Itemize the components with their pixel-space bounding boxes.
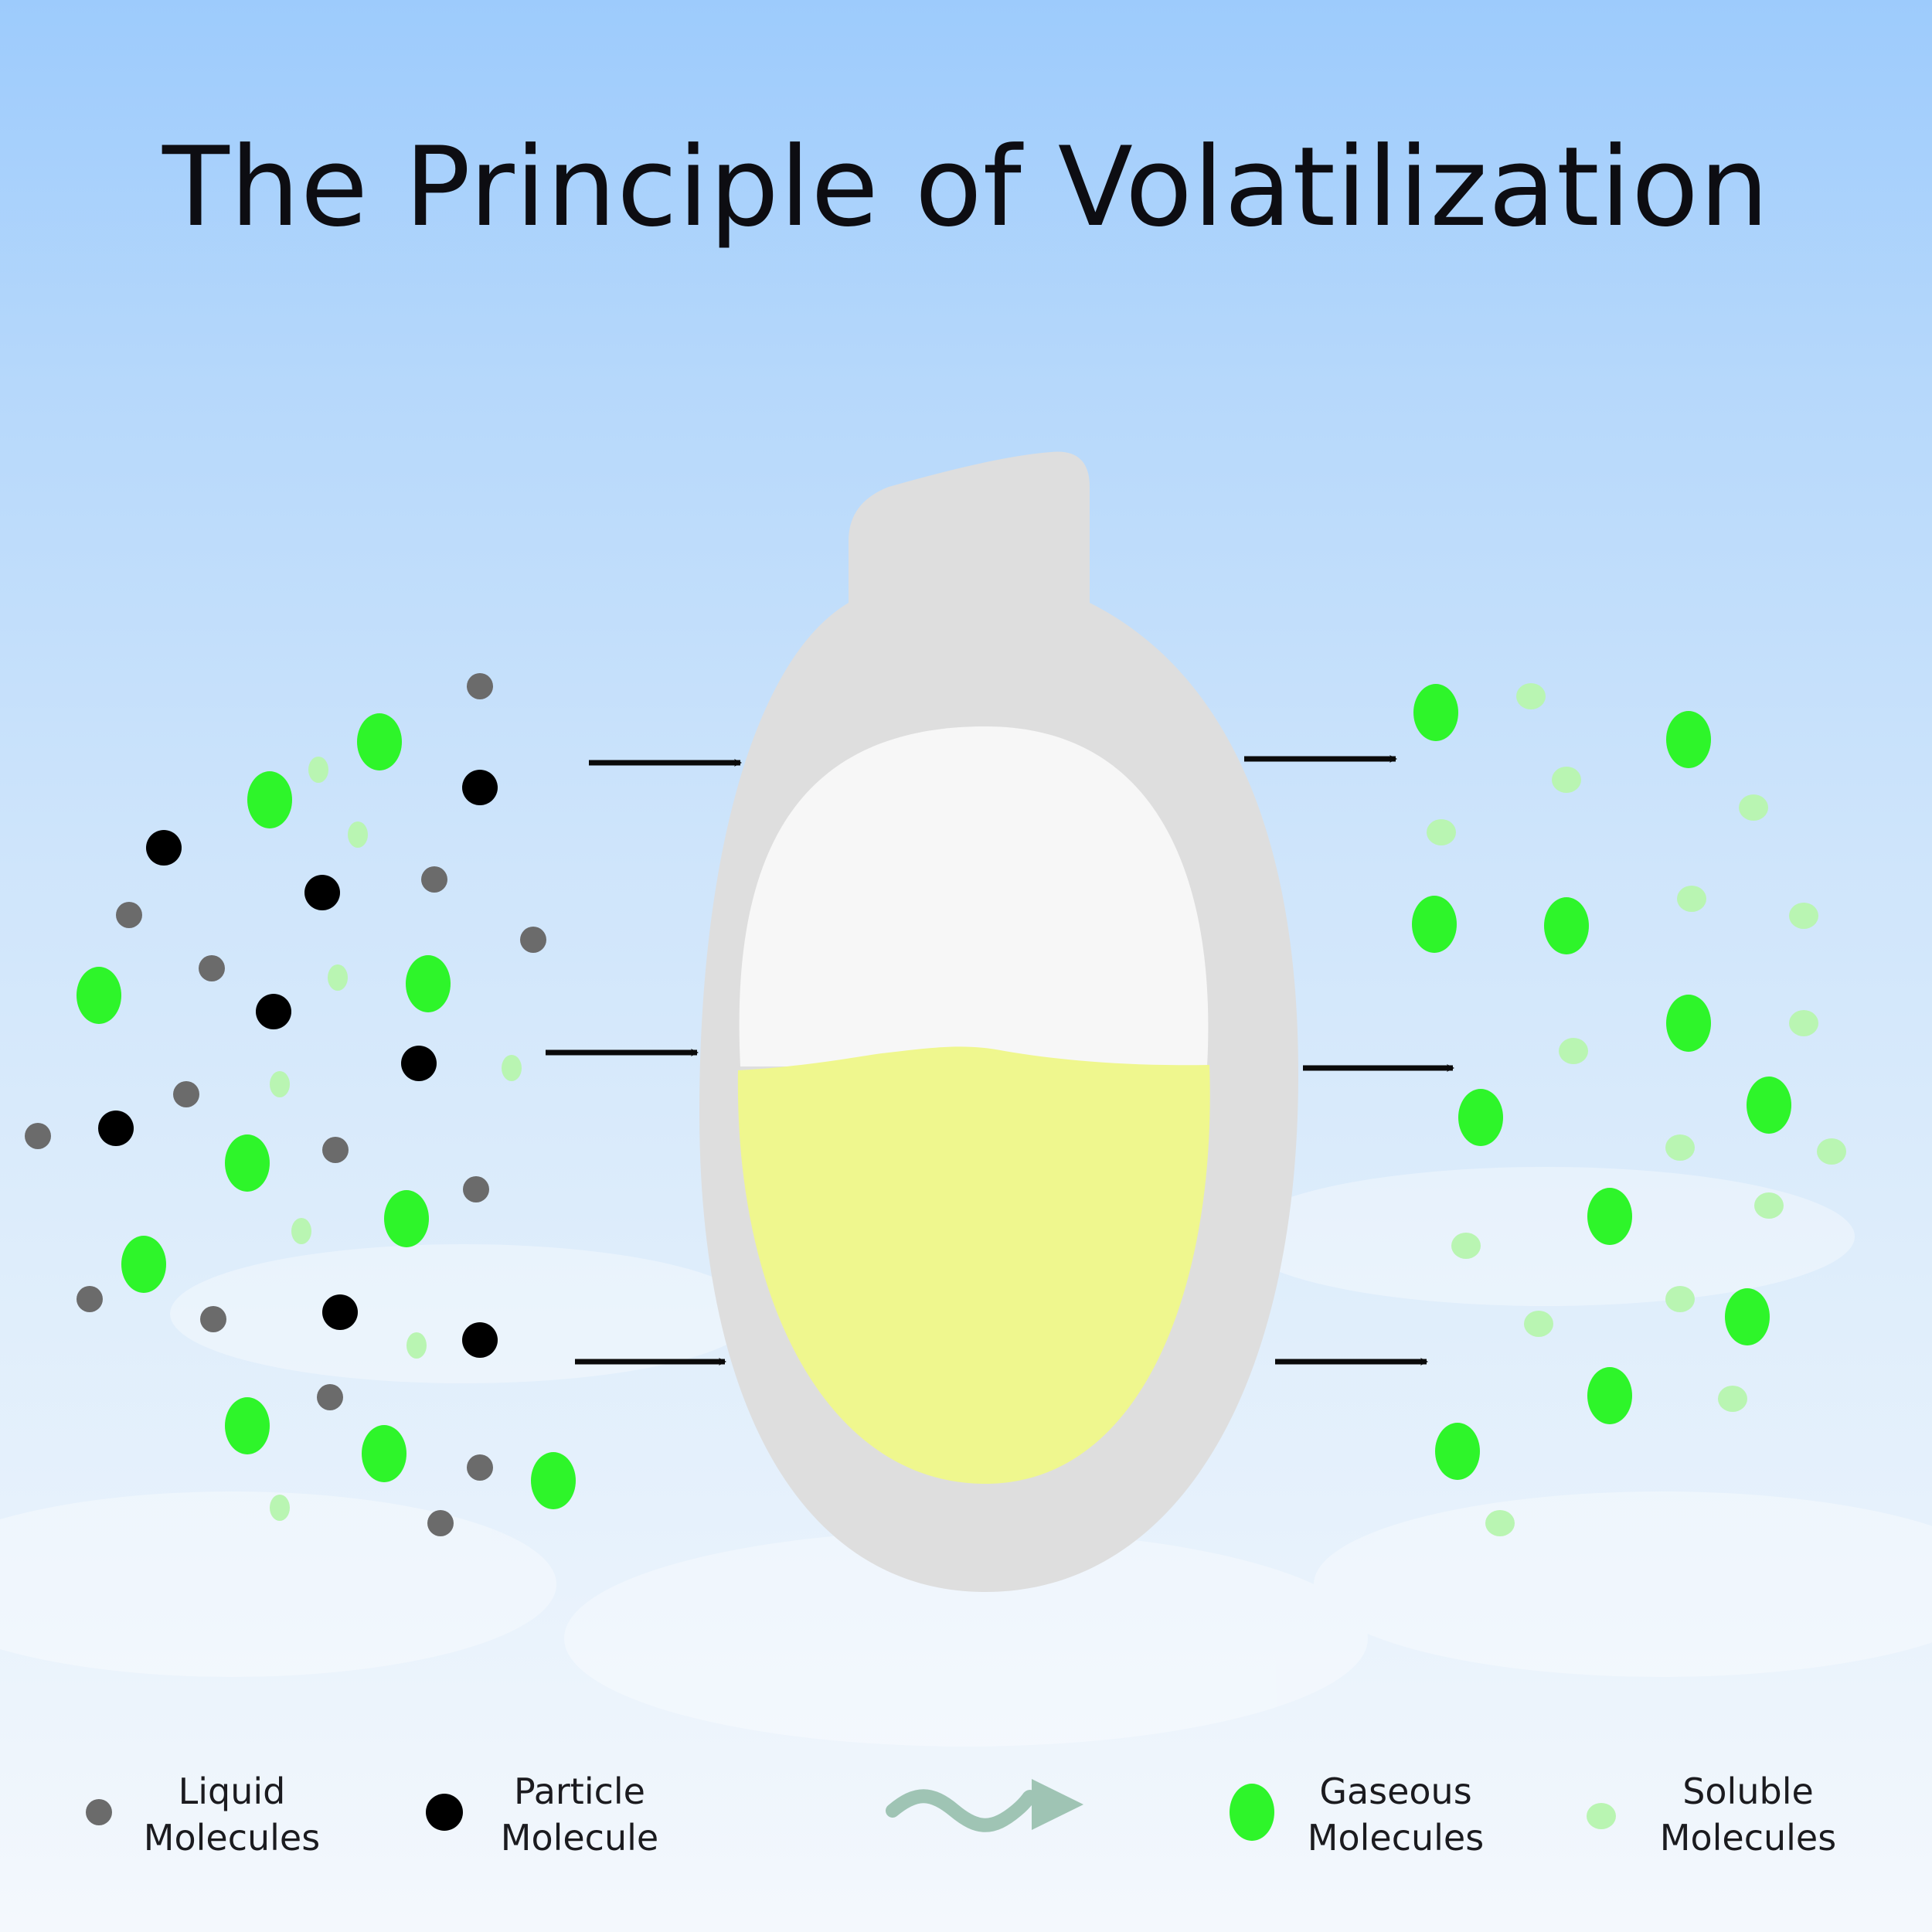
soluble-molecule [1665, 1286, 1695, 1312]
liquid-molecule [116, 902, 142, 928]
output-molecules [1412, 683, 1846, 1536]
legend-label-particle: Particle Molecule [448, 1768, 711, 1861]
gaseous-molecule [1666, 711, 1711, 768]
gaseous-molecule [357, 713, 402, 770]
liquid-molecule [322, 1137, 349, 1163]
particle-molecule [401, 1046, 437, 1081]
soluble-molecule [270, 1071, 290, 1097]
soluble-molecule [1789, 1010, 1818, 1036]
liquid-molecule [427, 1510, 454, 1536]
soluble-molecule [1754, 1192, 1784, 1219]
liquid-molecule [77, 1286, 103, 1312]
soluble-molecule [1677, 886, 1706, 912]
green-dot-icon [1230, 1784, 1274, 1841]
gaseous-molecule [1666, 995, 1711, 1052]
gaseous-molecule [406, 955, 451, 1012]
gaseous-molecule [121, 1236, 166, 1293]
legend-liquid-line1: Liquid [178, 1770, 286, 1812]
soluble-molecule [1524, 1311, 1553, 1337]
particle-molecule [322, 1294, 358, 1330]
soluble-molecule [308, 757, 328, 783]
input-molecules [25, 673, 576, 1536]
black-dot-icon [426, 1794, 463, 1831]
capsule [699, 451, 1298, 1593]
soluble-molecule [1427, 819, 1456, 845]
gaseous-molecule [1725, 1288, 1770, 1345]
liquid-molecule [25, 1123, 51, 1149]
inflow-arrows [546, 759, 742, 1366]
gaseous-molecule [1587, 1188, 1632, 1245]
particle-molecule [462, 1322, 498, 1358]
legend-soluble-line2: Molecules [1659, 1817, 1837, 1859]
soluble-molecule [406, 1332, 427, 1359]
soluble-molecule [1789, 903, 1818, 929]
outflow-arrows [1244, 755, 1454, 1366]
soluble-molecule [328, 964, 348, 991]
particle-molecule [304, 875, 340, 910]
gaseous-molecule [225, 1397, 270, 1454]
page-title: The Principle of Volatilization [162, 124, 1770, 251]
soluble-molecule [1718, 1386, 1747, 1412]
gaseous-molecule [1435, 1423, 1480, 1480]
gaseous-molecule [1413, 684, 1458, 741]
gaseous-molecule [1587, 1367, 1632, 1424]
clouds [0, 1167, 1932, 1747]
gaseous-molecule [225, 1134, 270, 1192]
soluble-molecule [348, 821, 368, 848]
gaseous-molecule [77, 967, 121, 1024]
soluble-molecule [270, 1495, 290, 1521]
legend-gaseous-line2: Molecules [1307, 1817, 1485, 1859]
soluble-molecule [502, 1055, 522, 1081]
gaseous-molecule [531, 1452, 576, 1509]
legend-gaseous-line1: Gaseous [1319, 1770, 1472, 1812]
legend-label-liquid: Liquid Molecules [100, 1768, 363, 1861]
gaseous-molecule [1458, 1089, 1503, 1146]
liquid-molecule [467, 673, 493, 699]
particle-molecule [146, 830, 182, 866]
legend-icons [86, 1779, 1616, 1841]
capsule-liquid [737, 1046, 1210, 1484]
gaseous-molecule [362, 1425, 406, 1482]
soluble-molecule [291, 1218, 311, 1244]
liquid-molecule [463, 1176, 489, 1202]
pale-green-dot-icon [1587, 1803, 1616, 1829]
gaseous-molecule [384, 1190, 429, 1247]
capsule-window-empty [739, 726, 1209, 1066]
legend-liquid-line2: Molecules [143, 1817, 321, 1859]
legend-particle-line2: Molecule [500, 1817, 659, 1859]
soluble-molecule [1817, 1138, 1846, 1165]
liquid-molecule [421, 866, 447, 893]
wavy-arrow-icon [886, 1779, 1083, 1832]
particle-molecule [462, 770, 498, 805]
liquid-molecule [200, 1306, 226, 1332]
particle-molecule [98, 1111, 134, 1146]
liquid-molecule [317, 1384, 343, 1410]
legend-particle-line1: Particle [514, 1770, 645, 1812]
liquid-molecule [467, 1454, 493, 1481]
soluble-molecule [1739, 794, 1768, 821]
soluble-molecule [1665, 1134, 1695, 1161]
gaseous-molecule [1544, 897, 1589, 954]
gaseous-molecule [1747, 1077, 1791, 1134]
liquid-molecule [199, 955, 225, 981]
legend-label-soluble: Soluble Molecules [1617, 1768, 1879, 1861]
liquid-molecule [520, 927, 546, 953]
liquid-molecule [173, 1081, 199, 1107]
particle-molecule [256, 994, 291, 1029]
soluble-molecule [1559, 1038, 1588, 1064]
soluble-molecule [1485, 1510, 1515, 1536]
legend-label-gaseous: Gaseous Molecules [1264, 1768, 1527, 1861]
soluble-molecule [1552, 767, 1581, 793]
soluble-molecule [1451, 1233, 1481, 1259]
soluble-molecule [1516, 683, 1546, 709]
grey-dot-icon [86, 1799, 112, 1825]
legend-soluble-line1: Soluble [1682, 1770, 1814, 1812]
gaseous-molecule [1412, 896, 1457, 953]
gaseous-molecule [247, 771, 292, 828]
